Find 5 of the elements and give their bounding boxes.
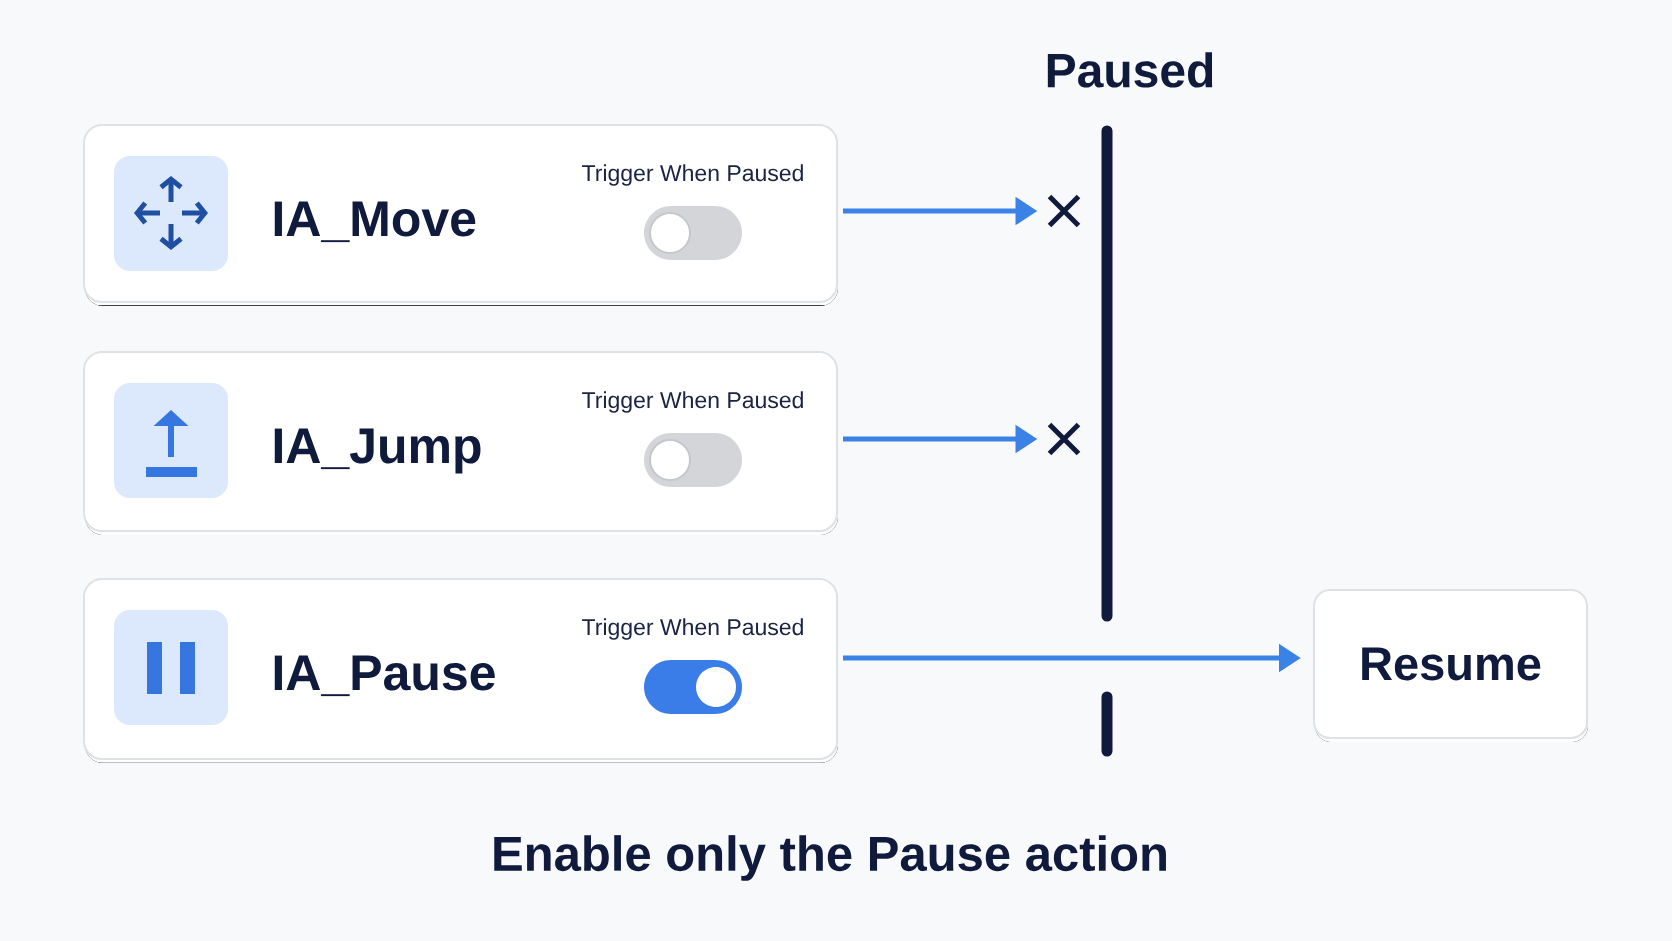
caption: Enable only the Pause action: [494, 835, 1166, 881]
cross-mark: [1047, 194, 1081, 228]
heading: Paused: [1047, 52, 1213, 88]
cross-mark: [1047, 422, 1081, 456]
state-box: Resume: [1313, 589, 1588, 742]
